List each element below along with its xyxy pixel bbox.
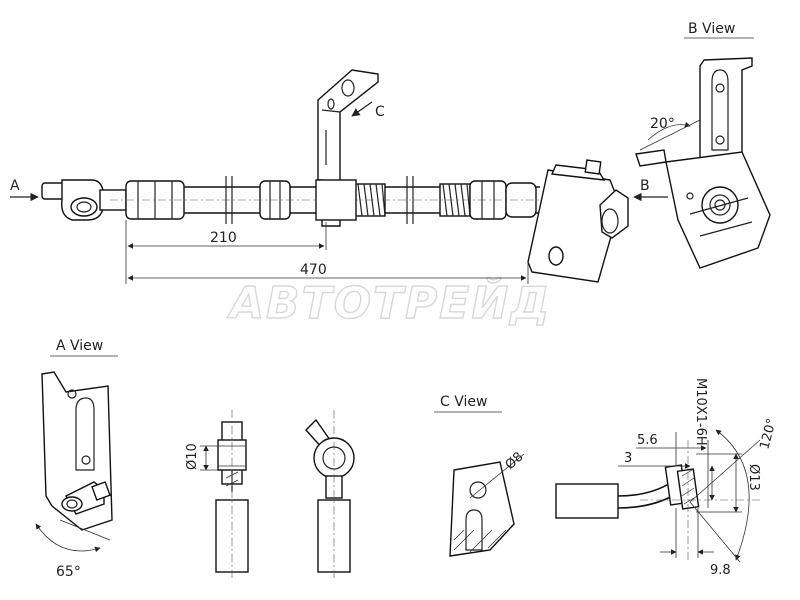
banjo-side-view: Ø10 bbox=[185, 410, 249, 580]
thread-label: M10X1-6H bbox=[693, 378, 708, 446]
banjo-front-view bbox=[305, 410, 355, 580]
a-view-dia-10: Ø10 bbox=[185, 443, 200, 470]
dim-3-label: 3 bbox=[624, 451, 632, 466]
fitting-detail: 5.6 3 M10X1-6H Ø13 120° 9.8 bbox=[555, 378, 780, 578]
main-view: A bbox=[10, 69, 668, 284]
watermark-text: АВТОТРЕЙД bbox=[227, 276, 551, 329]
dim-210-label: 210 bbox=[210, 230, 237, 246]
c-view: C View Ø8 bbox=[434, 394, 527, 557]
dia-13-label: Ø13 bbox=[746, 464, 761, 491]
dim-470-label: 470 bbox=[300, 262, 327, 278]
view-c-arrow bbox=[351, 101, 373, 117]
dim-5-6-label: 5.6 bbox=[637, 433, 658, 448]
hose-body bbox=[110, 176, 545, 224]
a-view: A View 65° bbox=[35, 338, 118, 580]
view-c-letter: C bbox=[375, 104, 385, 120]
c-view-dia-8: Ø8 bbox=[503, 449, 527, 473]
dim-9-8-label: 9.8 bbox=[710, 563, 731, 578]
b-view-angle: 20° bbox=[650, 116, 675, 132]
b-view-title: B View bbox=[688, 21, 735, 37]
b-view: B View 20° bbox=[635, 21, 771, 269]
right-end-fitting bbox=[527, 159, 629, 283]
angle-120-label: 120° bbox=[757, 417, 780, 451]
view-a-letter: A bbox=[10, 178, 20, 194]
mid-bracket bbox=[315, 69, 379, 227]
a-view-title: A View bbox=[56, 338, 103, 354]
view-b-letter: B bbox=[640, 178, 650, 194]
a-view-angle: 65° bbox=[56, 564, 81, 580]
c-view-title: C View bbox=[440, 394, 487, 410]
